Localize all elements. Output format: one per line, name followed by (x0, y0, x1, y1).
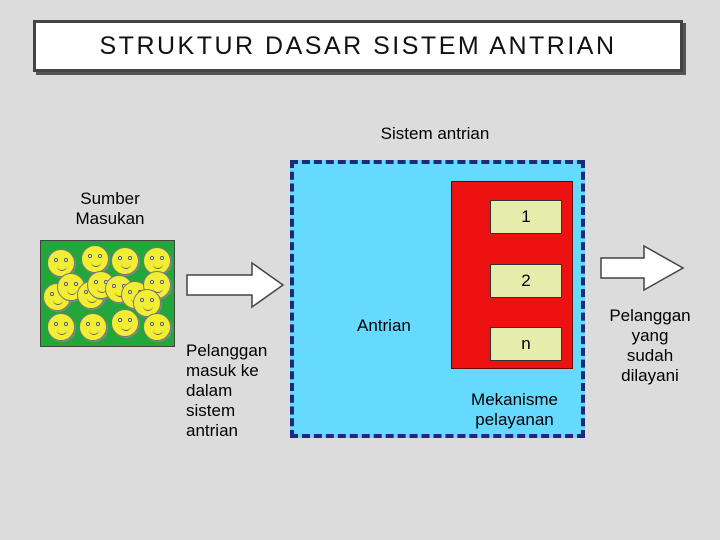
server-1: 1 (490, 200, 562, 234)
customer-face-icon (47, 313, 75, 341)
customer-source-box (40, 240, 175, 347)
mechanism-label-line-1: Mekanisme (452, 390, 577, 410)
incoming-label-line-1: Pelanggan (186, 341, 267, 361)
incoming-label-line-4: sistem (186, 401, 267, 421)
outgoing-right-arrow-icon (600, 245, 686, 291)
server-n: n (490, 327, 562, 361)
incoming-right-arrow-icon (186, 262, 286, 308)
page-title: STRUKTUR DASAR SISTEM ANTRIAN (100, 32, 617, 61)
title-box: STRUKTUR DASAR SISTEM ANTRIAN (33, 20, 683, 72)
system-label: Sistem antrian (360, 124, 510, 144)
incoming-customer-label: Pelanggan masuk ke dalam sistem antrian (186, 341, 267, 441)
served-label-line-3: sudah (600, 346, 700, 366)
served-customer-label: Pelanggan yang sudah dilayani (600, 306, 700, 386)
mechanism-label-line-2: pelayanan (452, 410, 577, 430)
queue-label: Antrian (357, 316, 411, 336)
customer-face-icon (143, 313, 171, 341)
customer-face-icon (111, 309, 139, 337)
source-label: Sumber Masukan (55, 189, 165, 229)
served-label-line-2: yang (600, 326, 700, 346)
incoming-label-line-2: masuk ke (186, 361, 267, 381)
source-label-line-1: Sumber (55, 189, 165, 209)
customer-face-icon (81, 245, 109, 273)
incoming-label-line-5: antrian (186, 421, 267, 441)
source-label-line-2: Masukan (55, 209, 165, 229)
customer-face-icon (79, 313, 107, 341)
customer-face-icon (111, 247, 139, 275)
incoming-label-line-3: dalam (186, 381, 267, 401)
served-label-line-1: Pelanggan (600, 306, 700, 326)
server-2: 2 (490, 264, 562, 298)
served-label-line-4: dilayani (600, 366, 700, 386)
service-mechanism-label: Mekanisme pelayanan (452, 390, 577, 430)
